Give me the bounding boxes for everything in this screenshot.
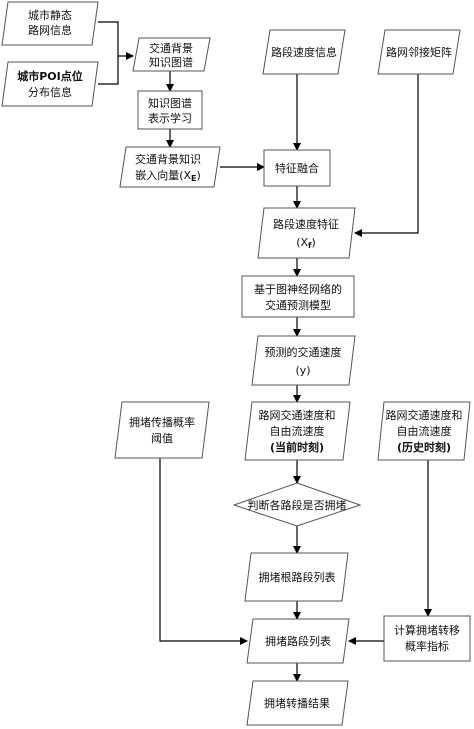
node-city-static-road-info: 城市静态 路网信息 [1, 1, 99, 46]
node-propagation-result: 拥堵转播结果 [246, 680, 349, 726]
node-text: 路网邻接矩阵 [386, 45, 452, 59]
node-text: 城市静态 [28, 8, 72, 22]
node-text: 知识图谱 [149, 55, 193, 69]
node-road-adjacency-matrix: 路网邻接矩阵 [377, 29, 461, 75]
edge-poi-to-kg [98, 56, 119, 85]
node-historical-speed: 路网交通速度和 自由流速度 (历史时刻) [377, 401, 471, 461]
node-text: 拥堵转播结果 [264, 696, 330, 710]
node-text: 自由流速度 [270, 424, 325, 438]
node-text: 路段速度信息 [271, 45, 337, 59]
edge-threshold-to-list [159, 458, 248, 645]
edge-adjacency-to-feature [354, 74, 419, 237]
node-judge-congestion: 判断各路段是否拥堵 [232, 482, 362, 527]
node-text: 表示学习 [148, 111, 192, 125]
node-text: 分布信息 [28, 85, 72, 99]
node-text: 特征融合 [275, 161, 319, 175]
node-text: 拥堵根路段列表 [259, 570, 336, 584]
node-text: 阈值 [151, 431, 173, 445]
node-predicted-speed: 预测的交通速度 (y) [251, 335, 356, 386]
node-text: 路网信息 [28, 23, 72, 37]
node-congested-road-list: 拥堵路段列表 [246, 618, 350, 664]
node-text: 拥堵传播概率 [129, 415, 195, 429]
node-text: 嵌入向量(XE) [135, 168, 201, 183]
node-text: 自由流速度 [397, 424, 452, 438]
node-text: (历史时刻) [397, 440, 451, 454]
node-transfer-probability-index: 计算拥堵转移 概率指标 [383, 615, 471, 662]
node-text: 路段速度特征 [273, 217, 339, 231]
node-kg-representation-learning: 知识图谱 表示学习 [137, 90, 203, 130]
node-gnn-model: 基于图神经网络的 交通预测模型 [241, 275, 355, 318]
node-text: 交通背景 [149, 41, 193, 55]
node-traffic-background-kg: 交通背景 知识图谱 [132, 37, 211, 72]
node-text: 路网交通速度和 [259, 408, 336, 422]
node-propagation-threshold: 拥堵传播概率 阈值 [114, 401, 210, 459]
node-road-speed-info: 路段速度信息 [262, 29, 346, 75]
node-text: 拥堵路段列表 [265, 634, 331, 648]
node-feature-fusion: 特征融合 [263, 149, 331, 187]
node-current-speed: 路网交通速度和 自由流速度 (当前时刻) [244, 401, 351, 461]
node-text: 基于图神经网络的 [254, 282, 342, 296]
edge-static-to-kg [98, 21, 134, 60]
node-road-speed-feature: 路段速度特征 (Xf) [257, 207, 356, 259]
node-city-poi-distribution: 城市POI点位 分布信息 [1, 61, 99, 107]
edges [98, 21, 432, 682]
node-text: 城市POI点位 [17, 69, 83, 83]
node-text: 交通预测模型 [265, 298, 331, 312]
node-text: 知识图谱 [148, 96, 192, 110]
node-text: 交通背景知识 [135, 152, 201, 166]
node-text: 计算拥堵转移 [394, 623, 460, 637]
node-text: (Xf) [296, 236, 316, 250]
node-root-road-list: 拥堵根路段列表 [244, 552, 349, 602]
node-text: 概率指标 [405, 639, 449, 653]
node-text: 预测的交通速度 [265, 345, 342, 359]
node-text: (当前时刻) [270, 440, 324, 454]
node-text: 判断各路段是否拥堵 [248, 498, 347, 512]
node-background-embedding: 交通背景知识 嵌入向量(XE) [119, 146, 221, 188]
node-text: 路网交通速度和 [386, 408, 463, 422]
node-text: (y) [295, 364, 310, 377]
